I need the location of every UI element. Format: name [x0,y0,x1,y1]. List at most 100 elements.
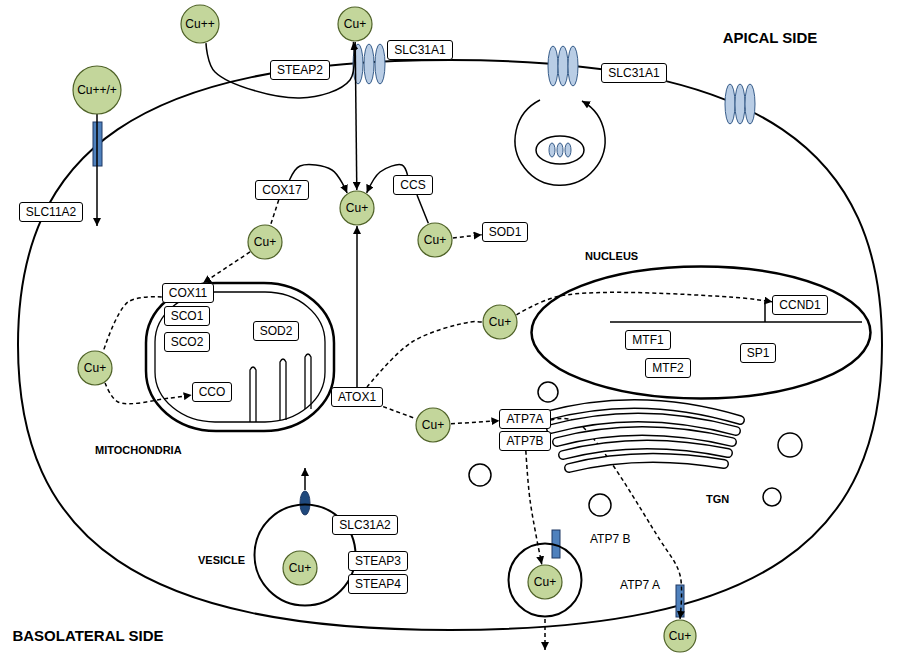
transporter-subunit [568,46,578,86]
copper-ion: Cu+ [415,407,451,443]
transporter-subunit [558,46,568,86]
connector-arrow [203,252,250,283]
copper-ion: Cu+ [527,564,563,600]
connector-arrow [355,42,357,190]
node-label: Cu+ [247,224,283,260]
ion-circle [181,5,219,43]
transporter-symbol [300,491,310,515]
copper-ion: Cu++/+ [72,65,122,115]
node-label: Cu+ [415,407,451,443]
ion-circle [78,351,112,385]
organelle: Cu+ATP7 B [507,542,583,618]
protein-box: STEAP4 [348,574,408,594]
node-label: Cu+ [337,6,373,42]
protein-box: SCO1 [164,306,211,326]
nuclear-envelope [532,267,871,399]
copper-ion: Cu+ [77,350,113,386]
transporter-subunit [745,84,755,124]
node-label: COX11 [169,285,207,301]
copper-ion: Cu+ [282,550,318,586]
node-label: CCS [400,177,425,193]
organelle-label: ATP7 B [590,532,630,546]
small-vesicle [469,464,491,486]
cell-membrane [18,60,882,630]
connectors [103,42,772,619]
transporter-subunit [364,44,374,84]
node-label: SCO1 [171,308,204,324]
cisterna-outline [569,458,724,468]
small-vesicle [763,488,781,506]
protein-box: SLC11A2 [19,202,83,222]
connector-arrow [453,235,482,238]
protein-box: ATP7B [499,431,550,451]
protein-box: SCO2 [164,332,211,352]
crista [250,367,256,422]
organelle: COX11SCO1SCO2SOD2CCOMITOCHONDRIA [145,282,335,432]
internalized-transporter [549,143,571,157]
ion-circle [416,408,450,442]
protein-box: SLC31A2 [332,515,397,535]
node-label: Cu+ [482,304,518,340]
small-vesicle [589,494,611,516]
crista [280,359,286,420]
node-label: Cu+ [77,350,113,386]
connector-arrow [517,292,773,315]
copper-ion: Cu+ [337,6,373,42]
gene-line [610,321,862,323]
transporter-subunit [548,46,558,86]
ion-circle [73,66,121,114]
protein-box: SLC31A1 [601,63,666,83]
node-label: CCND1 [779,297,820,313]
node-label: Cu+ [417,222,453,258]
copper-ion: Cu++ [180,4,220,44]
transporter-subunit [735,84,745,124]
connector-arrow [451,421,499,424]
organelle-outline [530,265,872,400]
protein-box: CCO [192,382,233,402]
protein-box: COX17 [255,180,308,200]
transporter-subunit [549,143,555,157]
connector-arrow [383,407,416,419]
transporter-subunit [557,143,563,157]
node-label: SP1 [747,345,770,361]
node-label: STEAP3 [355,553,401,569]
node-label: CCO [199,384,226,400]
node-label: STEAP2 [277,62,323,78]
ion-circle [664,620,696,652]
connector-arrow [356,226,358,387]
promoter-mark [764,304,766,322]
node-label: ATP7B [506,433,543,449]
organelle-label: NUCLEUS [585,249,638,263]
node-label: Cu++ [180,4,220,44]
node-label: ATP7A [506,411,543,427]
node-label: SCO2 [171,334,204,350]
outer-membrane [146,283,334,431]
protein-box: SOD2 [253,321,300,341]
node-label: MTF2 [652,360,683,376]
copper-ion: Cu+ [247,224,283,260]
organelle: ATP7AATP7BTGN [500,398,760,490]
transporter-subunit [725,84,735,124]
node-label: SLC31A1 [394,42,445,58]
protein-box: SP1 [740,343,777,363]
organelle-label: VESICLE [198,553,245,567]
node-label: SLC31A2 [339,517,390,533]
node-label: STEAP4 [355,576,401,592]
node-label: Cu+ [339,190,375,226]
transporter-subunit [375,44,385,84]
organelle-label: MITOCHONDRIA [95,443,182,457]
ion-circle [418,223,452,257]
transporter-label: ATP7 A [620,578,660,593]
copper-ion: Cu+ [417,222,453,258]
node-label: Cu+ [663,619,697,653]
node-label: Cu+ [282,550,318,586]
ion-circle [483,305,517,339]
protein-box: COX11 [162,283,214,303]
crista [305,354,311,409]
node-label: Cu+ [527,564,563,600]
protein-box: ATP7A [499,409,550,429]
connector-arrow [206,42,354,98]
node-label: COX17 [262,182,301,198]
